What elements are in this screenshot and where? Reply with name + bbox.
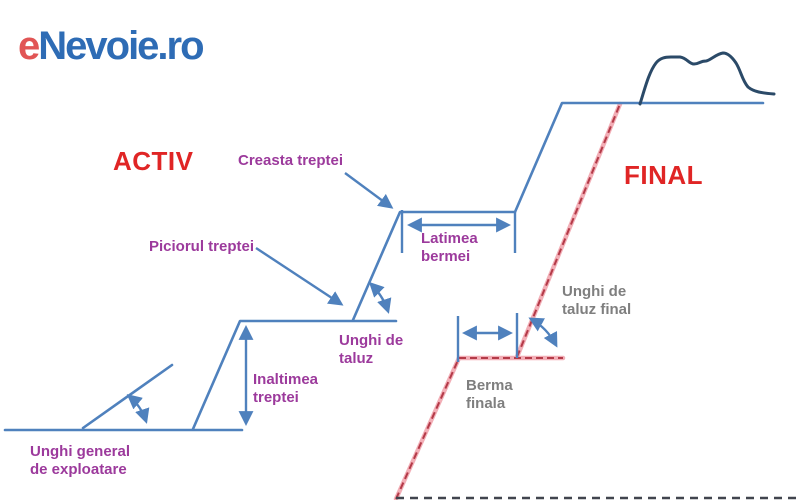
logo-letter-e: e — [18, 24, 40, 68]
label-unghi-general-line1: Unghi general — [30, 443, 131, 460]
final-section-title: FINAL — [624, 160, 704, 190]
final-berm-ticks — [456, 313, 519, 362]
label-creasta-treptei: Creasta treptei — [238, 152, 344, 169]
label-berma-finala: Berma finala — [466, 377, 513, 414]
label-berma-line1: Berma — [466, 377, 513, 394]
site-logo: eNevoie.ro — [18, 24, 205, 69]
label-piciorul-treptei: Piciorul treptei — [149, 238, 255, 255]
berm-width-ticks — [400, 210, 517, 253]
label-latimea-line2: bermei — [421, 248, 471, 266]
terrain-hill-outline — [638, 51, 776, 106]
logo-rest-text: Nevoie.ro — [38, 24, 204, 68]
label-unghi-taluz-line1: Unghi de — [339, 332, 404, 349]
active-section-title: ACTIV — [113, 146, 194, 176]
label-berma-line2: finala — [466, 395, 506, 413]
bench-angle-double-arrow — [368, 281, 392, 314]
label-unghi-taluz-final: Unghi de taluz final — [562, 283, 631, 320]
label-latimea-bermei: Latimea bermei — [421, 230, 478, 267]
label-inaltimea-line2: treptei — [253, 389, 299, 407]
piciorul-leader-arrow — [255, 246, 344, 306]
label-inaltimea-treptei: Inaltimea treptei — [253, 371, 318, 408]
label-unghi-taluz-line2: taluz — [339, 350, 374, 368]
label-unghi-de-taluz: Unghi de taluz — [339, 332, 403, 369]
overall-angle-double-arrow — [126, 394, 150, 424]
label-latimea-line1: Latimea — [421, 230, 478, 247]
final-angle-double-arrow — [528, 317, 558, 348]
creasta-leader-arrow — [344, 172, 394, 209]
label-unghi-general: Unghi general de exploatare — [30, 443, 130, 480]
label-unghi-taluz-final-line1: Unghi de — [562, 283, 627, 300]
label-unghi-general-line2: de exploatare — [30, 461, 127, 479]
overall-slope-line — [81, 363, 174, 430]
final-slope-dashed-line — [395, 103, 621, 500]
label-inaltimea-line1: Inaltimea — [253, 371, 319, 388]
label-unghi-taluz-final-line2: taluz final — [562, 301, 632, 319]
